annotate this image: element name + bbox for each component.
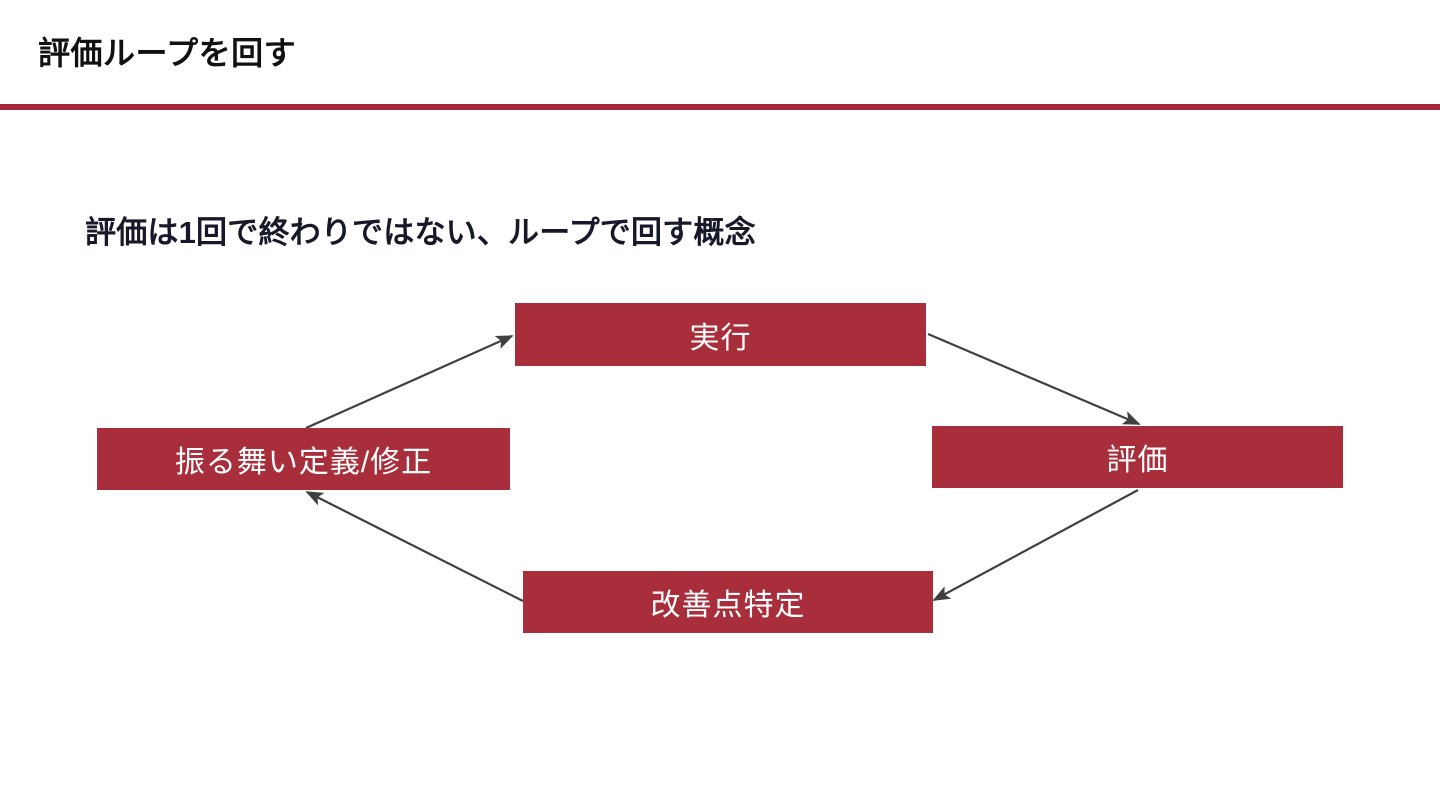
- title-divider: [0, 104, 1440, 110]
- arrow-improve-to-define: [305, 491, 524, 602]
- diagram-node-execute[interactable]: 実行: [515, 303, 926, 366]
- diagram-node-evaluate[interactable]: 評価: [932, 426, 1343, 488]
- diagram-node-define[interactable]: 振る舞い定義/修正: [97, 428, 510, 490]
- arrow-define-to-execute: [305, 334, 514, 430]
- arrow-execute-to-evaluate: [927, 332, 1141, 426]
- diagram-node-define-label: 振る舞い定義/修正: [174, 446, 433, 479]
- diagram-node-evaluate-label: 評価: [1106, 444, 1169, 477]
- diagram-node-improve[interactable]: 改善点特定: [523, 571, 933, 633]
- diagram-node-improve-label: 改善点特定: [650, 589, 806, 622]
- page-title: 評価ループを回す: [38, 35, 297, 71]
- diagram-node-execute-label: 実行: [689, 321, 752, 355]
- slide-subtitle: 評価は1回で終わりではない、ループで回す概念: [85, 215, 756, 250]
- arrow-evaluate-to-improve: [932, 489, 1139, 601]
